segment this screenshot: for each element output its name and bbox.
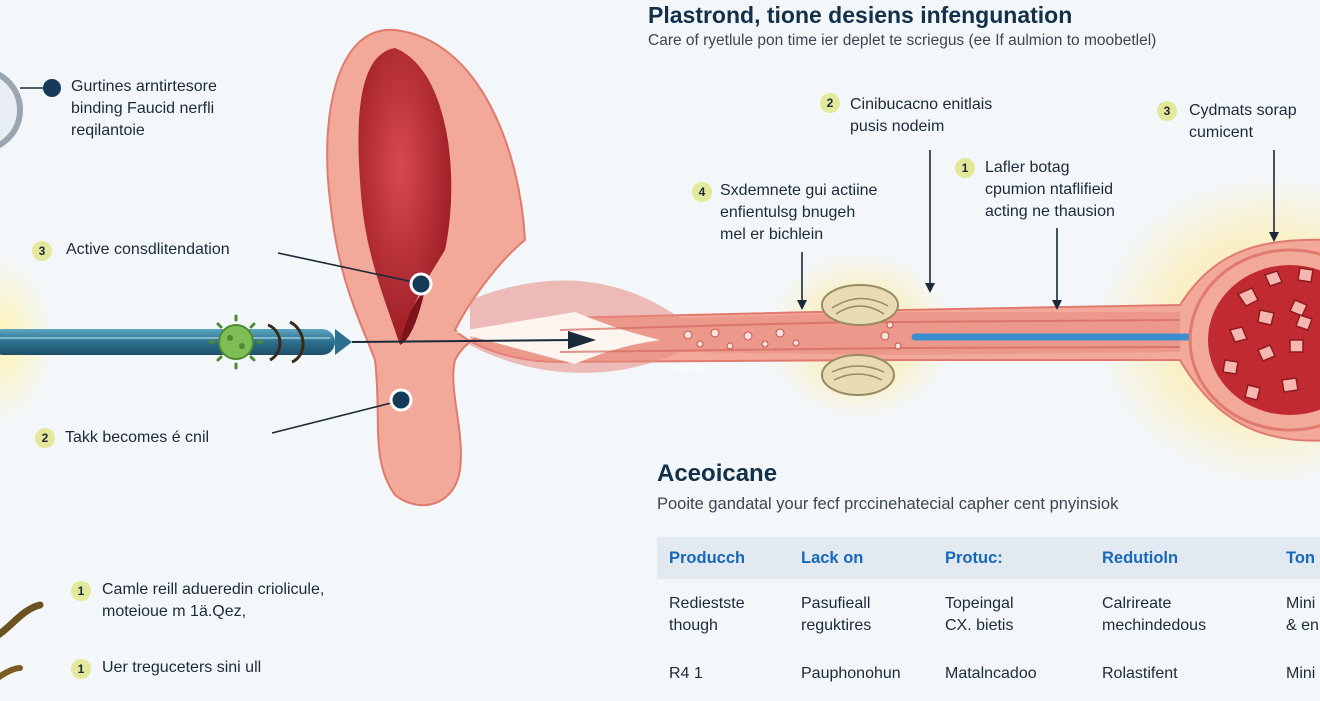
callout-badge: 1	[955, 158, 975, 178]
callout-gurtines: Gurtines arntirtesore binding Faucid ner…	[71, 78, 217, 139]
callout-cinibucacno: Cinibucacno enitlais pusis nodeim	[850, 96, 993, 135]
table-header-row: Producch Lack on Protuc: Redutioln Ton	[657, 537, 1320, 579]
ear-structure	[326, 28, 1320, 507]
bone-cell-upper	[821, 284, 899, 326]
callout-cydmats: Cydmats sorap cumicent	[1189, 102, 1297, 141]
callout-badge: 2	[820, 93, 840, 113]
magnifier-lens-icon	[0, 71, 23, 149]
table-header-cell: Protuc:	[933, 537, 1090, 579]
marker-dot-icon	[389, 272, 433, 412]
canal-particles	[683, 321, 902, 350]
table-row: R4 1 Pauphonohun Matalncadoo Rolastifent…	[657, 653, 1320, 701]
bone-cell-lower	[821, 354, 895, 396]
table-cell: Pauphonohun	[801, 665, 901, 682]
callout-active-consolidation: Active consdlitendation	[66, 241, 230, 258]
coil-icon	[267, 320, 305, 364]
section-subtitle: Pooite gandatal your fecf prccinehatecia…	[657, 495, 1119, 513]
callout-lafler: Lafler botag cpumion ntaflifieid acting …	[985, 159, 1115, 220]
table-cell: Mini & en	[1286, 595, 1319, 634]
page-title: Plastrond, tione desiens infengunation	[648, 2, 1073, 28]
table-header-cell: Producch	[657, 537, 789, 579]
section-title: Aceoicane	[657, 460, 778, 487]
table-cell: Rolastifent	[1102, 665, 1178, 682]
table-cell: Topeingal CX. bietis	[945, 595, 1014, 634]
callout-uer: Uer treguceters sini ull	[102, 659, 262, 676]
bulb-chamber	[1188, 248, 1320, 432]
callout-badge: 2	[35, 428, 55, 448]
table-cell: Rediestste though	[669, 595, 745, 634]
leader-arrowheads	[797, 232, 1279, 310]
callout-badge: 3	[32, 241, 52, 261]
anatomy-diagram: Ribfns	[0, 28, 1320, 680]
table-cell: Pasufieall reguktires	[801, 595, 872, 634]
table-header-cell: Ton	[1274, 537, 1320, 579]
leader-lines	[20, 87, 1275, 434]
table-header-cell: Redutioln	[1090, 537, 1274, 579]
table-cell: Calrireate mechindedous	[1102, 595, 1207, 634]
tube-label: Ribfns	[672, 364, 704, 376]
callout-badge: 3	[1157, 101, 1177, 121]
callout-marker-dot-icon	[43, 79, 61, 97]
callout-takk: Takk becomes é cnil	[65, 429, 210, 446]
table-cell: Mini	[1286, 665, 1316, 682]
table-header-cell: Lack on	[789, 537, 933, 579]
page-subtitle: Care of ryetlule pon time ier deplet te …	[648, 32, 1157, 49]
table-cell: Matalncadoo	[945, 665, 1037, 682]
table-cell: R4 1	[669, 665, 703, 682]
callout-badge: 4	[692, 182, 712, 202]
table-row: Rediestste though Pasufieall reguktires …	[657, 579, 1320, 653]
comparison-table: Producch Lack on Protuc: Redutioln Ton R…	[657, 537, 1320, 701]
worm-icon	[0, 601, 44, 680]
callout-badge: 1	[71, 581, 91, 601]
microbe-icon	[208, 314, 264, 370]
arrow-icon	[351, 331, 596, 349]
callout-badge: 1	[71, 659, 91, 679]
callout-camle: Camle reill adueredin criolicule, moteio…	[102, 581, 325, 620]
callout-sxdemnete: Sxdemnete gui actiine enfientulsg bnugeh…	[720, 182, 878, 243]
